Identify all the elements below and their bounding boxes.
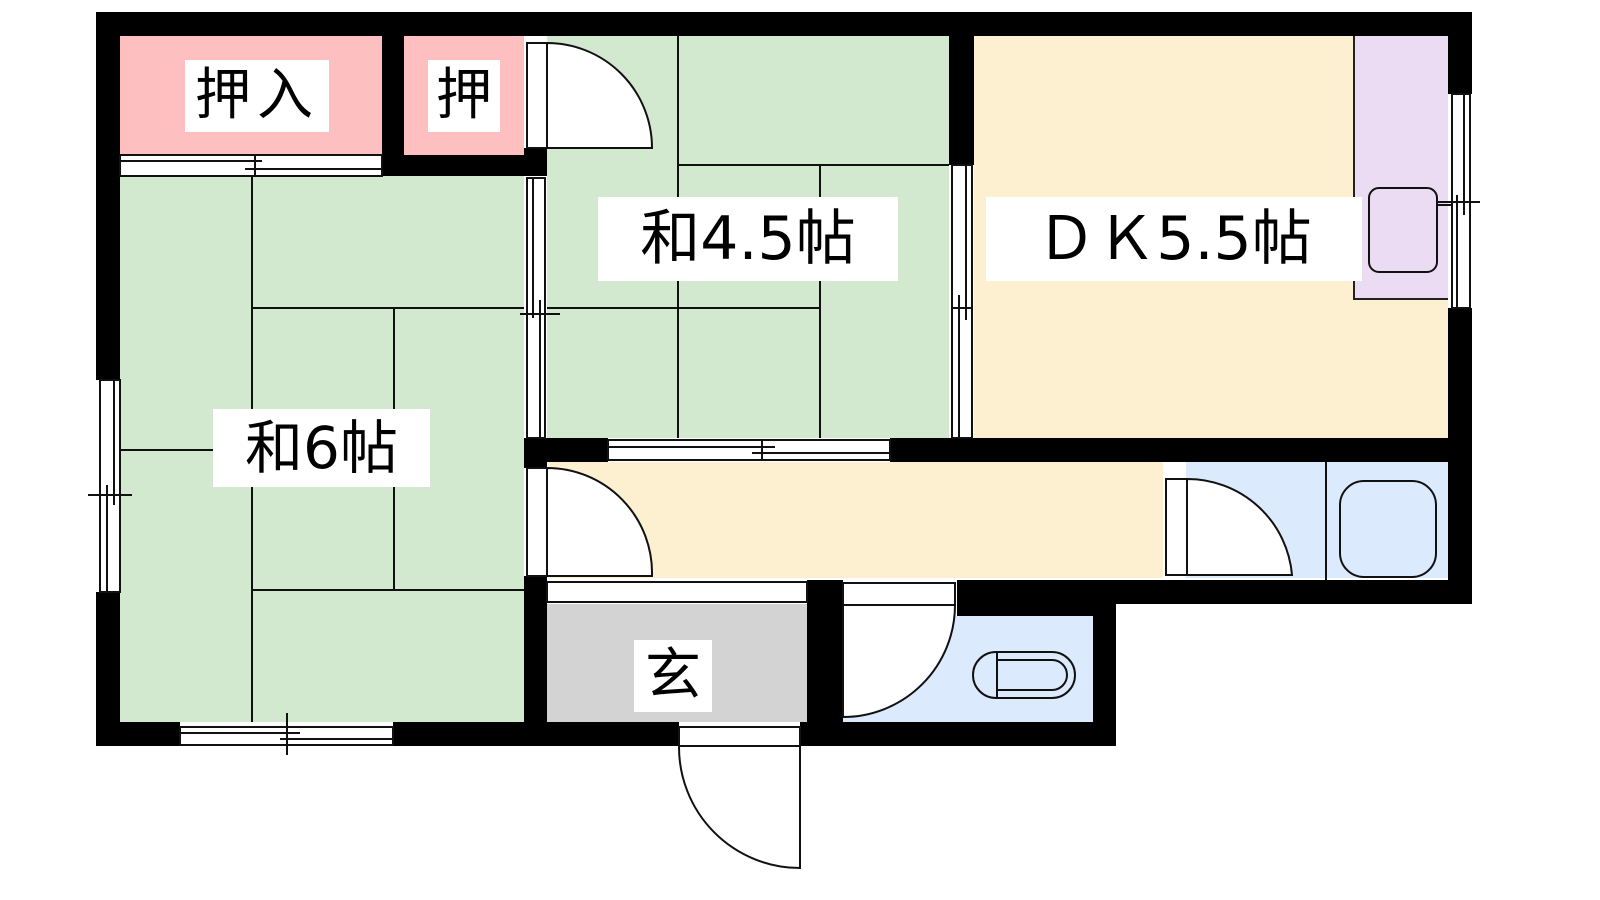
wall-closet-right-stub: [524, 148, 547, 176]
wall-bottom-left-a: [96, 722, 180, 746]
wall-6-entrance: [524, 576, 547, 746]
wall-left-lower: [96, 592, 120, 746]
bathtub-icon: [1339, 480, 1437, 578]
window-right: [1436, 93, 1480, 309]
wall-6-hall-lower: [524, 438, 547, 468]
label-entrance: 玄: [634, 640, 712, 712]
window-bottom: [179, 713, 394, 755]
label-washitsu-6: 和6帖: [213, 409, 430, 487]
wall-closet-bottom: [382, 155, 547, 176]
sliding-door-6-45: [520, 177, 560, 439]
wall-toilet-right: [1093, 592, 1116, 746]
wall-toilet-top-right: [957, 580, 1116, 616]
label-closet-small: 押: [428, 60, 500, 132]
wall-left-upper: [96, 12, 120, 380]
door-swing-bath: [1165, 462, 1327, 580]
wall-entrance-toilet: [807, 580, 843, 746]
label-dk: ＤＫ5.5帖: [986, 197, 1362, 281]
sink-icon: [1368, 187, 1438, 273]
label-washitsu-4-5: 和4.5帖: [598, 197, 898, 281]
wall-top: [96, 12, 1472, 36]
label-closet-large: 押入: [185, 60, 329, 132]
door-swing-front: [677, 726, 801, 870]
sliding-door-closet: [119, 154, 383, 177]
sliding-door-45-dk: [951, 164, 973, 439]
sliding-door-45-hall: [607, 439, 891, 461]
wall-right-upper: [1448, 12, 1472, 94]
window-left: [88, 379, 132, 593]
door-swing-6: [526, 466, 654, 577]
wall-hall-top-right: [890, 438, 1472, 462]
wall-closet-divider: [382, 12, 404, 176]
door-swing-toilet: [842, 582, 957, 719]
wall-45-dk-upper: [949, 12, 974, 165]
entrance-step: [546, 581, 808, 603]
door-swing-45: [526, 41, 654, 149]
wall-bottom-mid: [800, 722, 1116, 746]
toilet-icon: [972, 651, 1076, 699]
